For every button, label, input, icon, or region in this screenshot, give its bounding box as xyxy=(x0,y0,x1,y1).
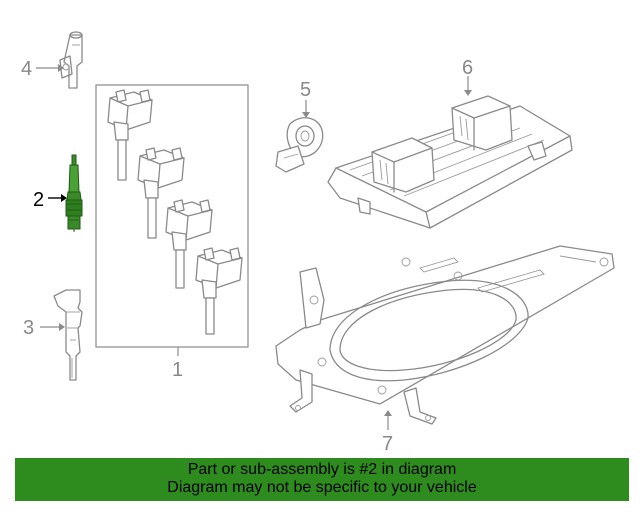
part-1-group-frame xyxy=(95,84,249,348)
coil-2 xyxy=(137,147,185,239)
part-6-ecm[interactable] xyxy=(327,95,573,229)
banner-line-1: Part or sub-assembly is #2 in diagram xyxy=(187,461,457,478)
callout-1[interactable]: 1 xyxy=(172,359,183,381)
arrow-6 xyxy=(464,90,472,96)
callout-5[interactable]: 5 xyxy=(300,79,311,101)
arrow-5 xyxy=(302,112,310,118)
part-4-sensor[interactable] xyxy=(59,31,83,89)
callout-2[interactable]: 2 xyxy=(33,189,44,211)
arrow-7 xyxy=(384,410,392,416)
coil-1 xyxy=(107,89,153,181)
part-5-knock-sensor[interactable] xyxy=(275,117,324,173)
part-7-bracket[interactable] xyxy=(275,245,615,425)
arrow-2 xyxy=(61,194,67,202)
part-3-coil-boot[interactable] xyxy=(53,289,83,381)
callout-6[interactable]: 6 xyxy=(462,57,473,79)
callout-3[interactable]: 3 xyxy=(23,317,34,339)
part-2-spark-plug[interactable] xyxy=(65,154,83,232)
callout-7[interactable]: 7 xyxy=(382,433,393,455)
arrow-4 xyxy=(58,64,64,72)
coil-4 xyxy=(195,247,243,335)
coil-3 xyxy=(165,199,213,289)
arrow-3 xyxy=(59,323,65,331)
callout-4[interactable]: 4 xyxy=(21,58,32,80)
part-1-ignition-coils[interactable] xyxy=(107,89,243,335)
diagram-notice-banner: Part or sub-assembly is #2 in diagram Di… xyxy=(15,458,629,501)
banner-line-2: Diagram may not be specific to your vehi… xyxy=(167,479,477,496)
